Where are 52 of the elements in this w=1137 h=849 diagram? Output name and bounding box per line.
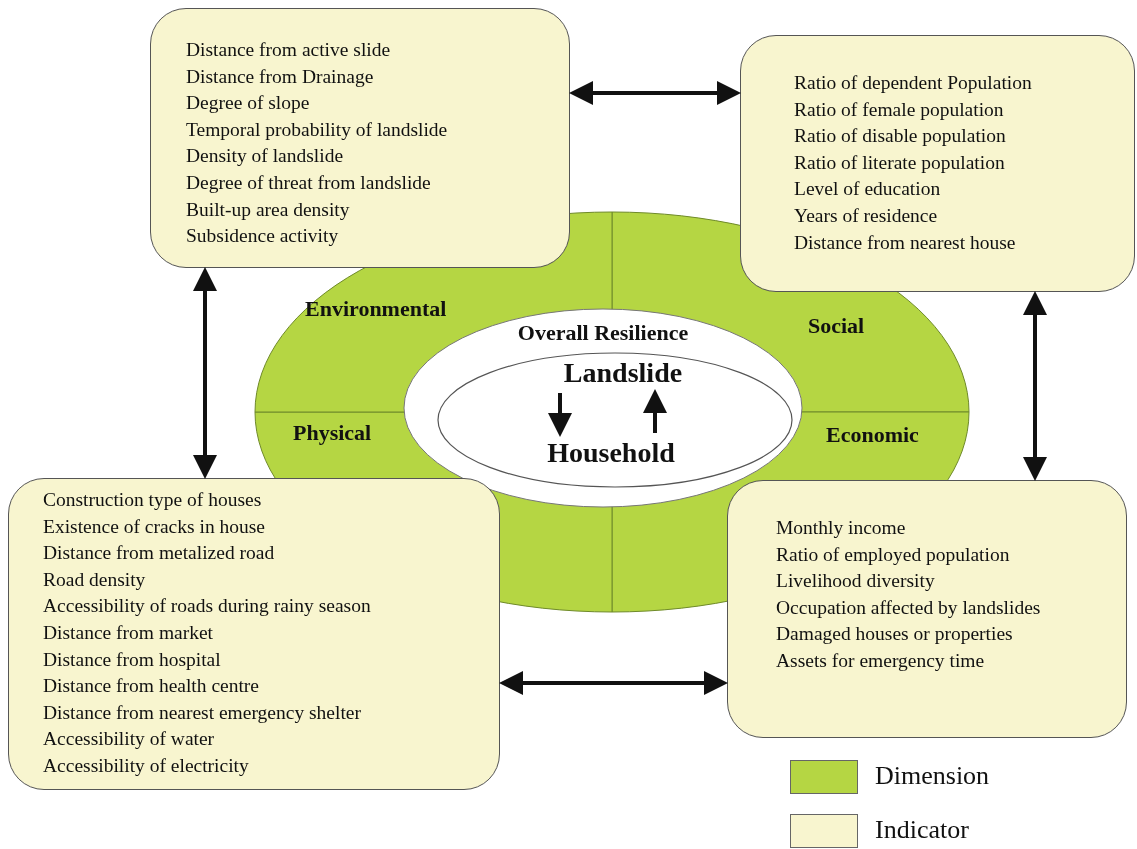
inner-ellipse [437,352,793,488]
indicator-text: Distance from hospital [43,647,221,672]
center-label: Household [528,436,694,470]
indicator-text: Distance from Drainage [186,64,374,89]
indicator-text: Distance from health centre [43,674,260,699]
indicator-text: Ratio of employed population [776,542,1010,567]
indicator-text: Occupation affected by landslides [776,595,1041,620]
indicator-text: Distance from nearest house [794,230,1016,255]
indicator-text: Damaged houses or properties [776,622,1013,647]
indicator-text: Degree of threat from landslide [186,170,431,195]
indicator-text: Accessibility of electricity [43,753,249,778]
indicator-text: Subsidence activity [186,224,339,249]
double-arrow [569,81,741,105]
indicator-text: Road density [43,567,146,592]
indicator-text: Years of residence [794,203,938,228]
indicator-text: Construction type of houses [43,488,262,512]
indicator-text: Existence of cracks in house [43,514,265,539]
indicator-text: Assets for emergency time [776,648,985,673]
indicator-box [8,478,500,790]
indicator-box [740,35,1135,292]
indicator-text: Monthly income [776,516,906,540]
dimension-label: Environmental [305,296,447,322]
indicator-text: Ratio of disable population [794,124,1006,149]
indicator-text: Density of landslide [186,144,344,169]
indicator-box [727,480,1127,738]
dimension-label: Economic [826,422,919,448]
indicator-text: Distance from metalized road [43,541,275,566]
indicator-text: Accessibility of roads during rainy season [43,594,371,619]
indicator-text: Livelihood diversity [776,569,935,594]
legend-label: Dimension [875,761,990,791]
legend-label: Indicator [875,815,969,845]
indicator-text: Distance from active slide [186,38,391,62]
indicator-text: Accessibility of water [43,727,215,752]
dimension-label: Social [808,313,865,339]
dimension-label: Physical [293,420,372,446]
double-arrow [193,267,217,479]
indicator-text: Ratio of female population [794,97,1004,122]
indicator-text: Distance from nearest emergency shelter [43,700,361,725]
arrow [643,389,667,433]
indicator-text: Temporal probability of landslide [186,117,448,142]
indicator-text: Level of education [794,177,941,202]
double-arrow [1023,291,1047,481]
indicator-text: Ratio of literate population [794,150,1005,175]
indicator-box [150,8,570,268]
indicator-text: Ratio of dependent Population [794,71,1032,95]
arrow [548,393,572,437]
indicator-text: Degree of slope [186,91,310,116]
center-label: Landslide [548,356,698,390]
indicator-text: Built-up area density [186,197,350,222]
indicator-text: Distance from market [43,620,213,645]
ring-label: Overall Resilience [517,320,689,346]
double-arrow [499,671,728,695]
